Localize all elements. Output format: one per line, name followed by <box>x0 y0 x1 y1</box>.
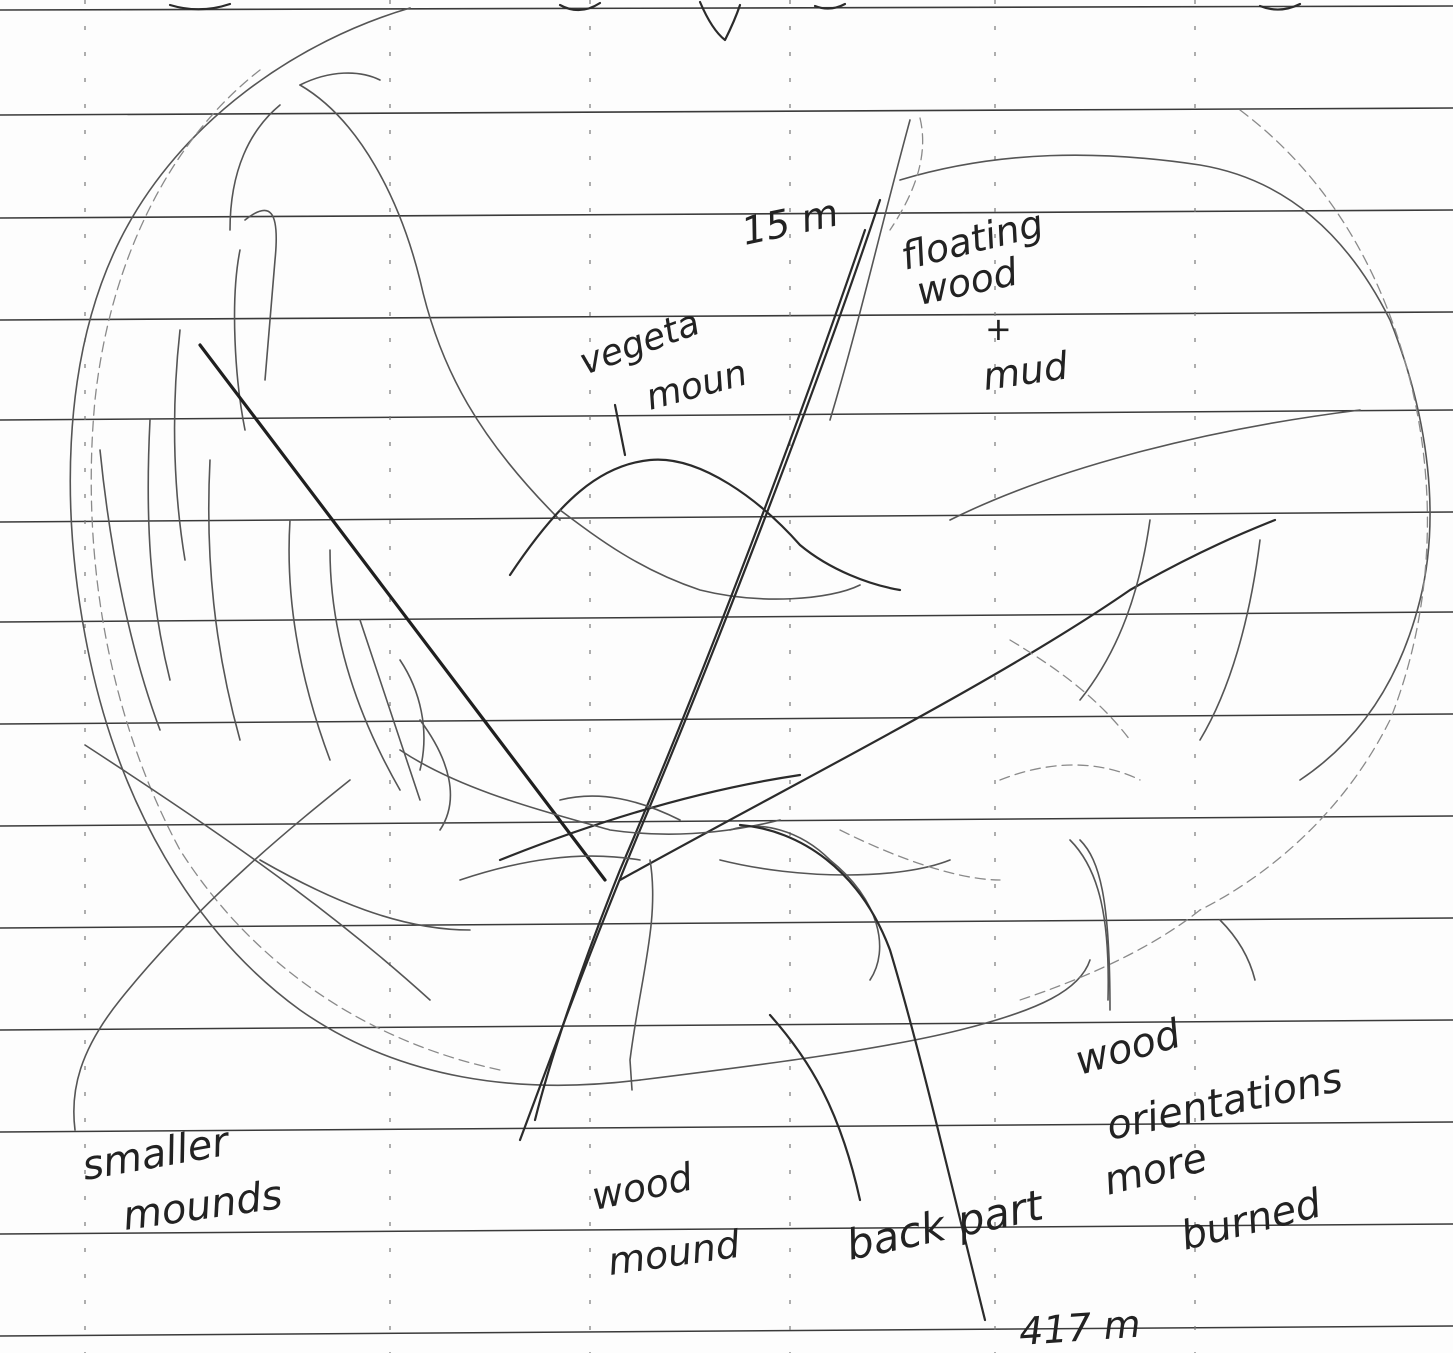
upper-left-lobe <box>230 73 923 520</box>
label-wood-mound-line2: mound <box>605 1222 743 1284</box>
label-smaller-mounds-line2: mounds <box>120 1172 285 1240</box>
label-back-part: back part <box>842 1180 1049 1270</box>
vegetation-mound <box>510 405 900 599</box>
label-floating-line4: mud <box>980 343 1071 399</box>
label-vegetation-line2: moun <box>642 353 752 419</box>
label-distance-bottom: 417 m <box>1018 1302 1142 1353</box>
central-junction <box>74 750 1000 1130</box>
label-floating-line3: + <box>985 310 1012 348</box>
label-wood-orientations-line2: orientations <box>1103 1055 1347 1150</box>
label-wood-mound-line1: wood <box>588 1154 697 1218</box>
right-lobe <box>950 410 1360 1000</box>
label-smaller-mounds-line1: smaller <box>79 1118 235 1189</box>
label-distance-top: 15 m <box>738 191 842 254</box>
label-burned: burned <box>1176 1180 1326 1259</box>
labels: 15 m floating wood + mud vegeta moun sma… <box>79 191 1347 1353</box>
